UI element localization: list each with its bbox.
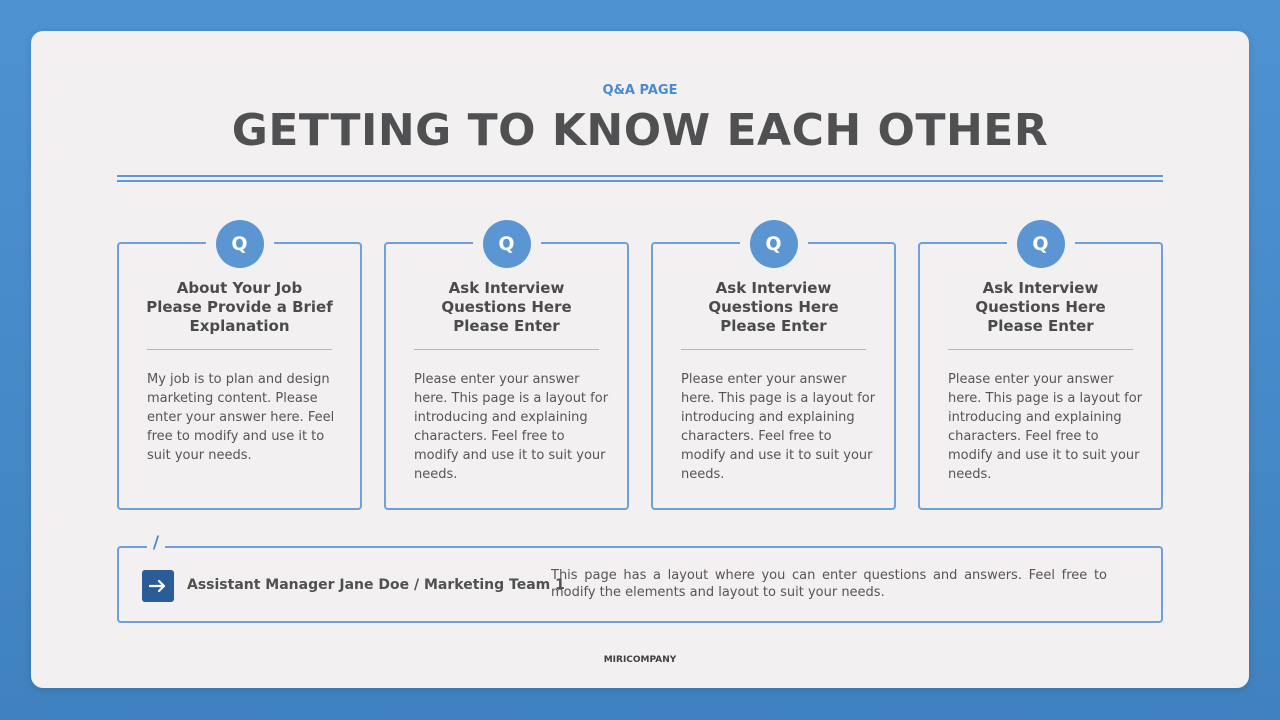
q-circle-icon: Q [749,220,798,268]
card-question: Ask Interview Questions Here Please Ente… [708,279,839,335]
q-badge: Q [472,220,541,268]
card-divider [681,349,866,350]
card-divider [948,349,1133,350]
card-divider [147,349,332,350]
q-circle-icon: Q [482,220,531,268]
title-divider-bottom [117,180,1163,182]
q-badge: Q [739,220,808,268]
slide: Q&A PAGE GETTING TO KNOW EACH OTHER Q Ab… [31,31,1249,688]
arrow-right-icon [142,570,174,602]
question-card-4: Q Ask Interview Questions Here Please En… [918,220,1163,510]
q-badge: Q [205,220,274,268]
slash-mark: / [147,533,165,553]
card-question: About Your Job Please Provide a Brief Ex… [146,279,333,335]
card-answer: My job is to plan and design marketing c… [147,372,335,463]
title-divider-top [117,175,1163,177]
q-circle-icon: Q [215,220,264,268]
card-question: Ask Interview Questions Here Please Ente… [975,279,1106,335]
footer-info-box: / Assistant Manager Jane Doe / Marketing… [117,533,1163,623]
q-badge: Q [1006,220,1075,268]
page-title: GETTING TO KNOW EACH OTHER [231,105,1049,156]
footer-description: This page has a layout where you can ent… [551,568,1107,600]
q-circle-icon: Q [1016,220,1065,268]
question-card-1: Q About Your Job Please Provide a Brief … [117,220,362,510]
card-answer: Please enter your answer here. This page… [948,372,1143,482]
card-answer: Please enter your answer here. This page… [414,372,609,482]
card-divider [414,349,599,350]
brand-name: MIRICOMPANY [603,655,677,665]
card-question: Ask Interview Questions Here Please Ente… [441,279,572,335]
card-answer: Please enter your answer here. This page… [681,372,876,482]
question-card-3: Q Ask Interview Questions Here Please En… [651,220,896,510]
footer-person-name: Assistant Manager Jane Doe / Marketing T… [187,577,565,593]
question-card-2: Q Ask Interview Questions Here Please En… [384,220,629,510]
page-eyebrow: Q&A PAGE [602,83,678,98]
